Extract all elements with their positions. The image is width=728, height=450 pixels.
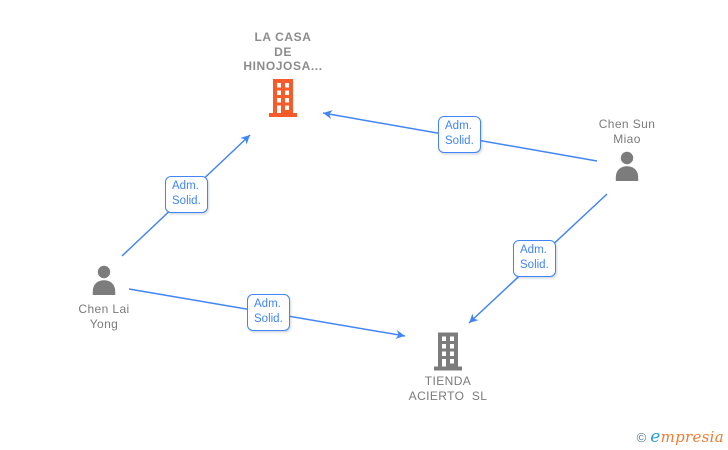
- node-label: Chen Lai: [78, 302, 130, 316]
- brand-rest: mpresia: [660, 428, 724, 446]
- person-icon: [577, 151, 677, 183]
- node-chen-lai-yong[interactable]: Chen Lai Yong: [54, 265, 154, 332]
- node-chen-sun-miao[interactable]: Chen Sun Miao: [577, 117, 677, 183]
- edge-label-line: Solid.: [172, 195, 201, 207]
- node-tienda-acierto-sl[interactable]: TIENDA ACIERTO SL: [398, 332, 498, 404]
- edge-label-adm-solid-4[interactable]: Adm. Solid.: [247, 294, 290, 331]
- node-label: Yong: [89, 317, 119, 331]
- node-label: LA CASA: [254, 30, 312, 44]
- edge-label-adm-solid-2[interactable]: Adm. Solid.: [165, 176, 208, 213]
- edge-label-line: Adm.: [172, 180, 199, 192]
- edge-label-adm-solid-3[interactable]: Adm. Solid.: [513, 240, 556, 277]
- edge-label-line: Adm.: [520, 244, 547, 256]
- empresia-logo: empresia: [650, 427, 724, 447]
- building-icon: [398, 332, 498, 371]
- edge-label-line: Adm.: [254, 298, 281, 310]
- copyright-icon: ©: [636, 430, 647, 445]
- edge-label-line: Solid.: [445, 135, 474, 147]
- empresia-brand-link[interactable]: © empresia: [637, 427, 724, 447]
- node-label: Chen Sun: [598, 117, 656, 131]
- node-label: DE: [274, 44, 292, 59]
- edge-label-adm-solid-1[interactable]: Adm. Solid.: [438, 116, 481, 153]
- node-label: Miao: [613, 132, 641, 146]
- node-la-casa-de-hinojosa[interactable]: LA CASA DE HINOJOSA...: [231, 30, 335, 117]
- brand-first-letter: e: [650, 427, 661, 447]
- node-label: ACIERTO SL: [408, 389, 488, 403]
- node-label: HINOJOSA...: [243, 59, 323, 73]
- node-label: TIENDA: [424, 374, 472, 388]
- edge-label-line: Solid.: [254, 313, 283, 325]
- edge-label-line: Solid.: [520, 259, 549, 271]
- building-icon: [231, 78, 335, 117]
- edge-label-line: Adm.: [445, 120, 472, 132]
- person-icon: [54, 265, 154, 297]
